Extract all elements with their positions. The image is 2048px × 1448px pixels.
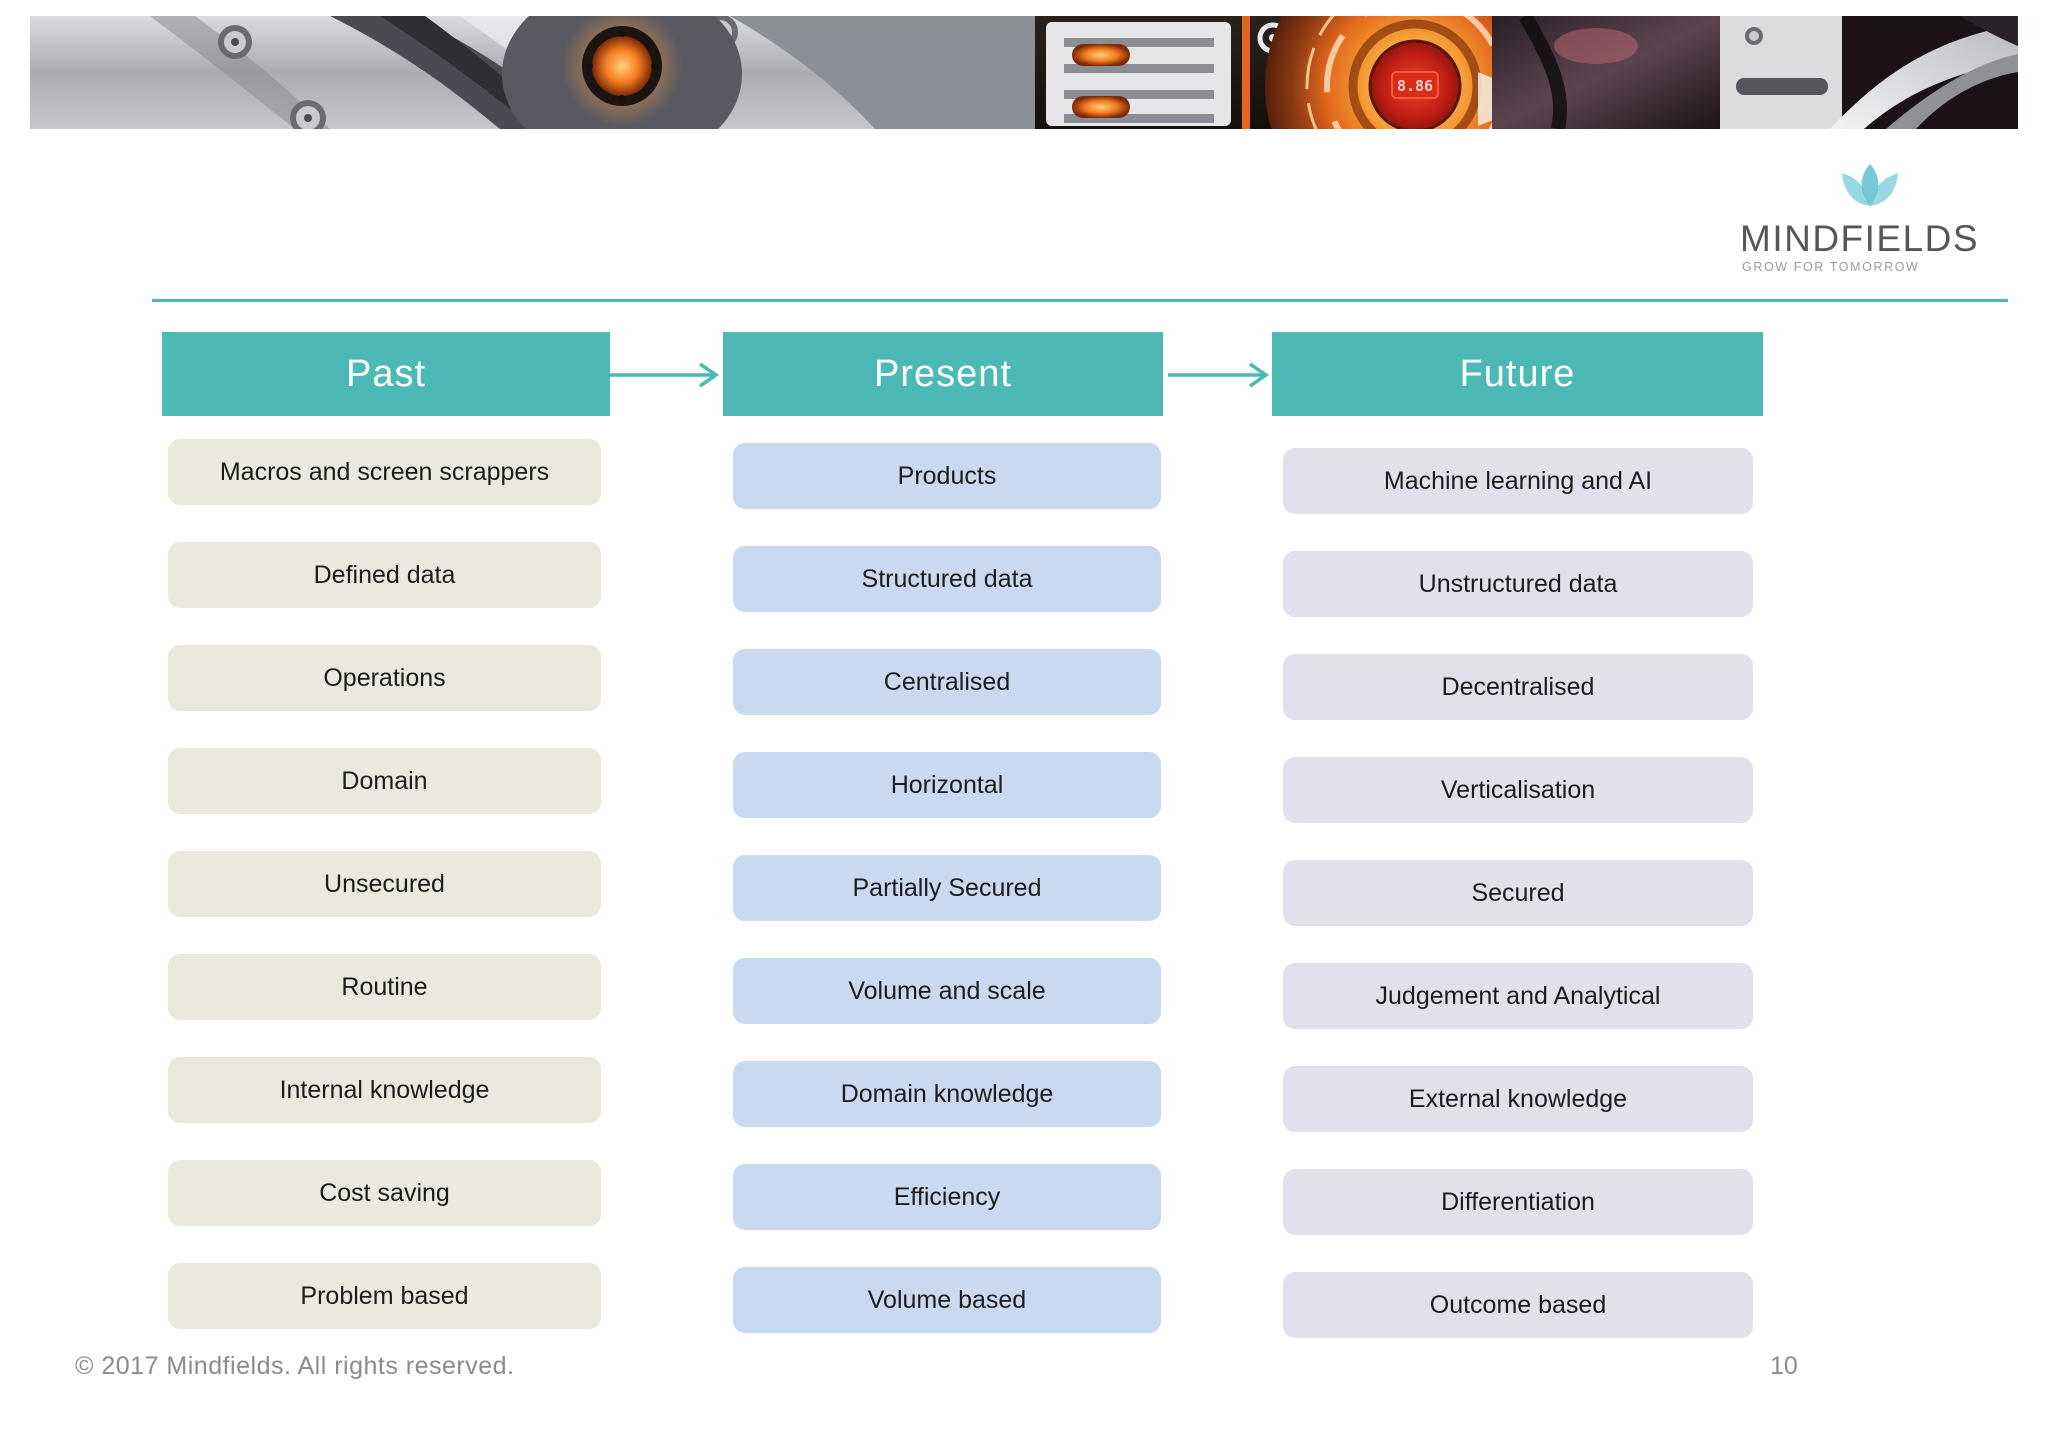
future-item: Outcome based (1283, 1272, 1753, 1338)
divider-line (152, 299, 2008, 302)
present-item: Partially Secured (733, 855, 1161, 921)
page-number: 10 (1770, 1352, 1798, 1380)
column-header-present: Present (723, 332, 1163, 416)
present-item: Volume based (733, 1267, 1161, 1333)
eye-reading: 8.86 (1397, 77, 1433, 95)
banner-image: 8.86 (30, 16, 2018, 129)
future-item: External knowledge (1283, 1066, 1753, 1132)
logo-tagline: GROW FOR TOMORROW (1742, 260, 1920, 274)
mindfields-logo: MINDFIELDS GROW FOR TOMORROW (1740, 160, 2020, 280)
present-item: Products (733, 443, 1161, 509)
future-item: Secured (1283, 860, 1753, 926)
column-future: Machine learning and AI Unstructured dat… (1283, 448, 1753, 1338)
past-item: Domain (168, 748, 601, 814)
present-item: Efficiency (733, 1164, 1161, 1230)
future-item: Verticalisation (1283, 757, 1753, 823)
past-item: Routine (168, 954, 601, 1020)
column-header-past: Past (162, 332, 610, 416)
column-past: Macros and screen scrappers Defined data… (168, 439, 601, 1329)
future-item: Unstructured data (1283, 551, 1753, 617)
future-item: Machine learning and AI (1283, 448, 1753, 514)
copyright-text: © 2017 Mindfields. All rights reserved. (75, 1352, 515, 1380)
past-item: Operations (168, 645, 601, 711)
past-item: Defined data (168, 542, 601, 608)
lotus-icon (1842, 163, 1898, 206)
arrow-past-to-present-icon (608, 358, 726, 392)
present-item: Centralised (733, 649, 1161, 715)
past-item: Internal knowledge (168, 1057, 601, 1123)
past-item: Cost saving (168, 1160, 601, 1226)
future-item: Judgement and Analytical (1283, 963, 1753, 1029)
logo-wordmark: MINDFIELDS (1740, 218, 1980, 259)
past-item: Macros and screen scrappers (168, 439, 601, 505)
past-item: Problem based (168, 1263, 601, 1329)
present-item: Domain knowledge (733, 1061, 1161, 1127)
banner-graphic: 8.86 (30, 16, 2018, 129)
present-item: Volume and scale (733, 958, 1161, 1024)
future-item: Decentralised (1283, 654, 1753, 720)
present-item: Structured data (733, 546, 1161, 612)
past-item: Unsecured (168, 851, 601, 917)
column-present: Products Structured data Centralised Hor… (733, 443, 1161, 1333)
future-item: Differentiation (1283, 1169, 1753, 1235)
arrow-present-to-future-icon (1166, 358, 1276, 392)
column-header-future: Future (1272, 332, 1763, 416)
present-item: Horizontal (733, 752, 1161, 818)
